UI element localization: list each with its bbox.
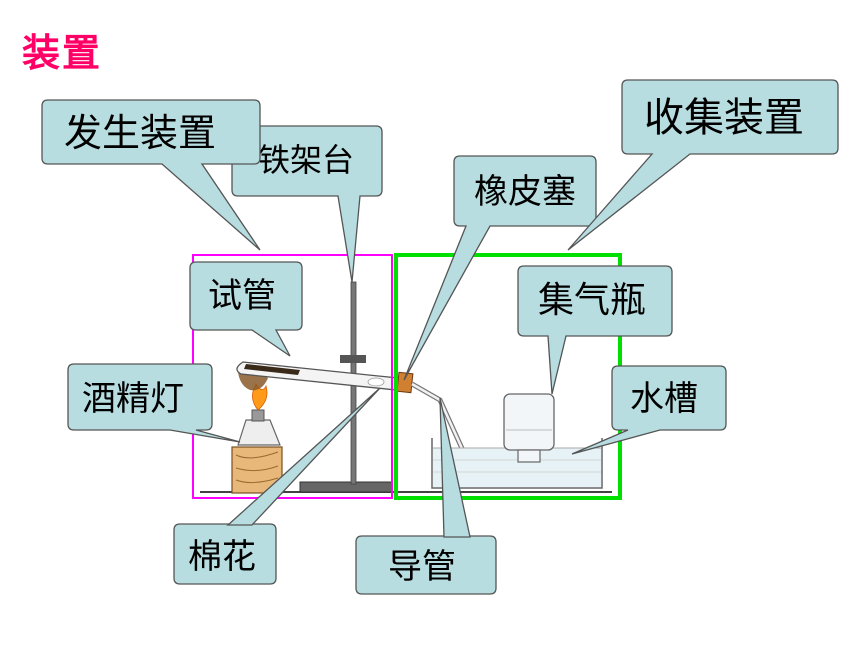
- callout-stopper: 橡皮塞: [403, 155, 597, 381]
- label-alcohol-lamp: 酒精灯: [82, 379, 184, 419]
- label-test-tube: 试管: [208, 276, 276, 316]
- callout-gas-bottle: 集气瓶: [517, 265, 673, 395]
- label-tube: 导管: [388, 547, 456, 587]
- callout-tube: 导管: [355, 397, 497, 595]
- apparatus-illustration: [200, 281, 612, 494]
- label-stand: 铁架台: [258, 141, 354, 179]
- label-cotton: 棉花: [188, 537, 256, 577]
- water-trough-drawing: [431, 438, 603, 489]
- callout-cotton: 棉花: [173, 387, 381, 585]
- callout-alcohol-lamp: 酒精灯: [67, 363, 241, 443]
- stand-clamp-upper: [340, 355, 366, 363]
- test-tube-drawing: [236, 361, 399, 391]
- label-stopper: 橡皮塞: [474, 172, 576, 212]
- label-generator: 发生装置: [64, 111, 216, 155]
- callout-collector: 收集装置: [567, 79, 839, 251]
- alcohol-lamp-drawing: [237, 383, 281, 446]
- stand-base: [299, 481, 393, 493]
- rubber-stopper-drawing: [396, 371, 414, 394]
- gas-bottle-drawing: [503, 393, 555, 463]
- callout-test-tube: 试管: [189, 261, 303, 357]
- callout-water-trough: 水槽: [571, 365, 727, 455]
- page-title: 装置: [22, 31, 103, 75]
- label-gas-bottle: 集气瓶: [538, 280, 646, 321]
- label-collector: 收集装置: [644, 95, 804, 141]
- label-water-trough: 水槽: [630, 379, 698, 419]
- callout-generator: 发生装置: [41, 99, 261, 251]
- callout-stand: 铁架台: [231, 125, 383, 283]
